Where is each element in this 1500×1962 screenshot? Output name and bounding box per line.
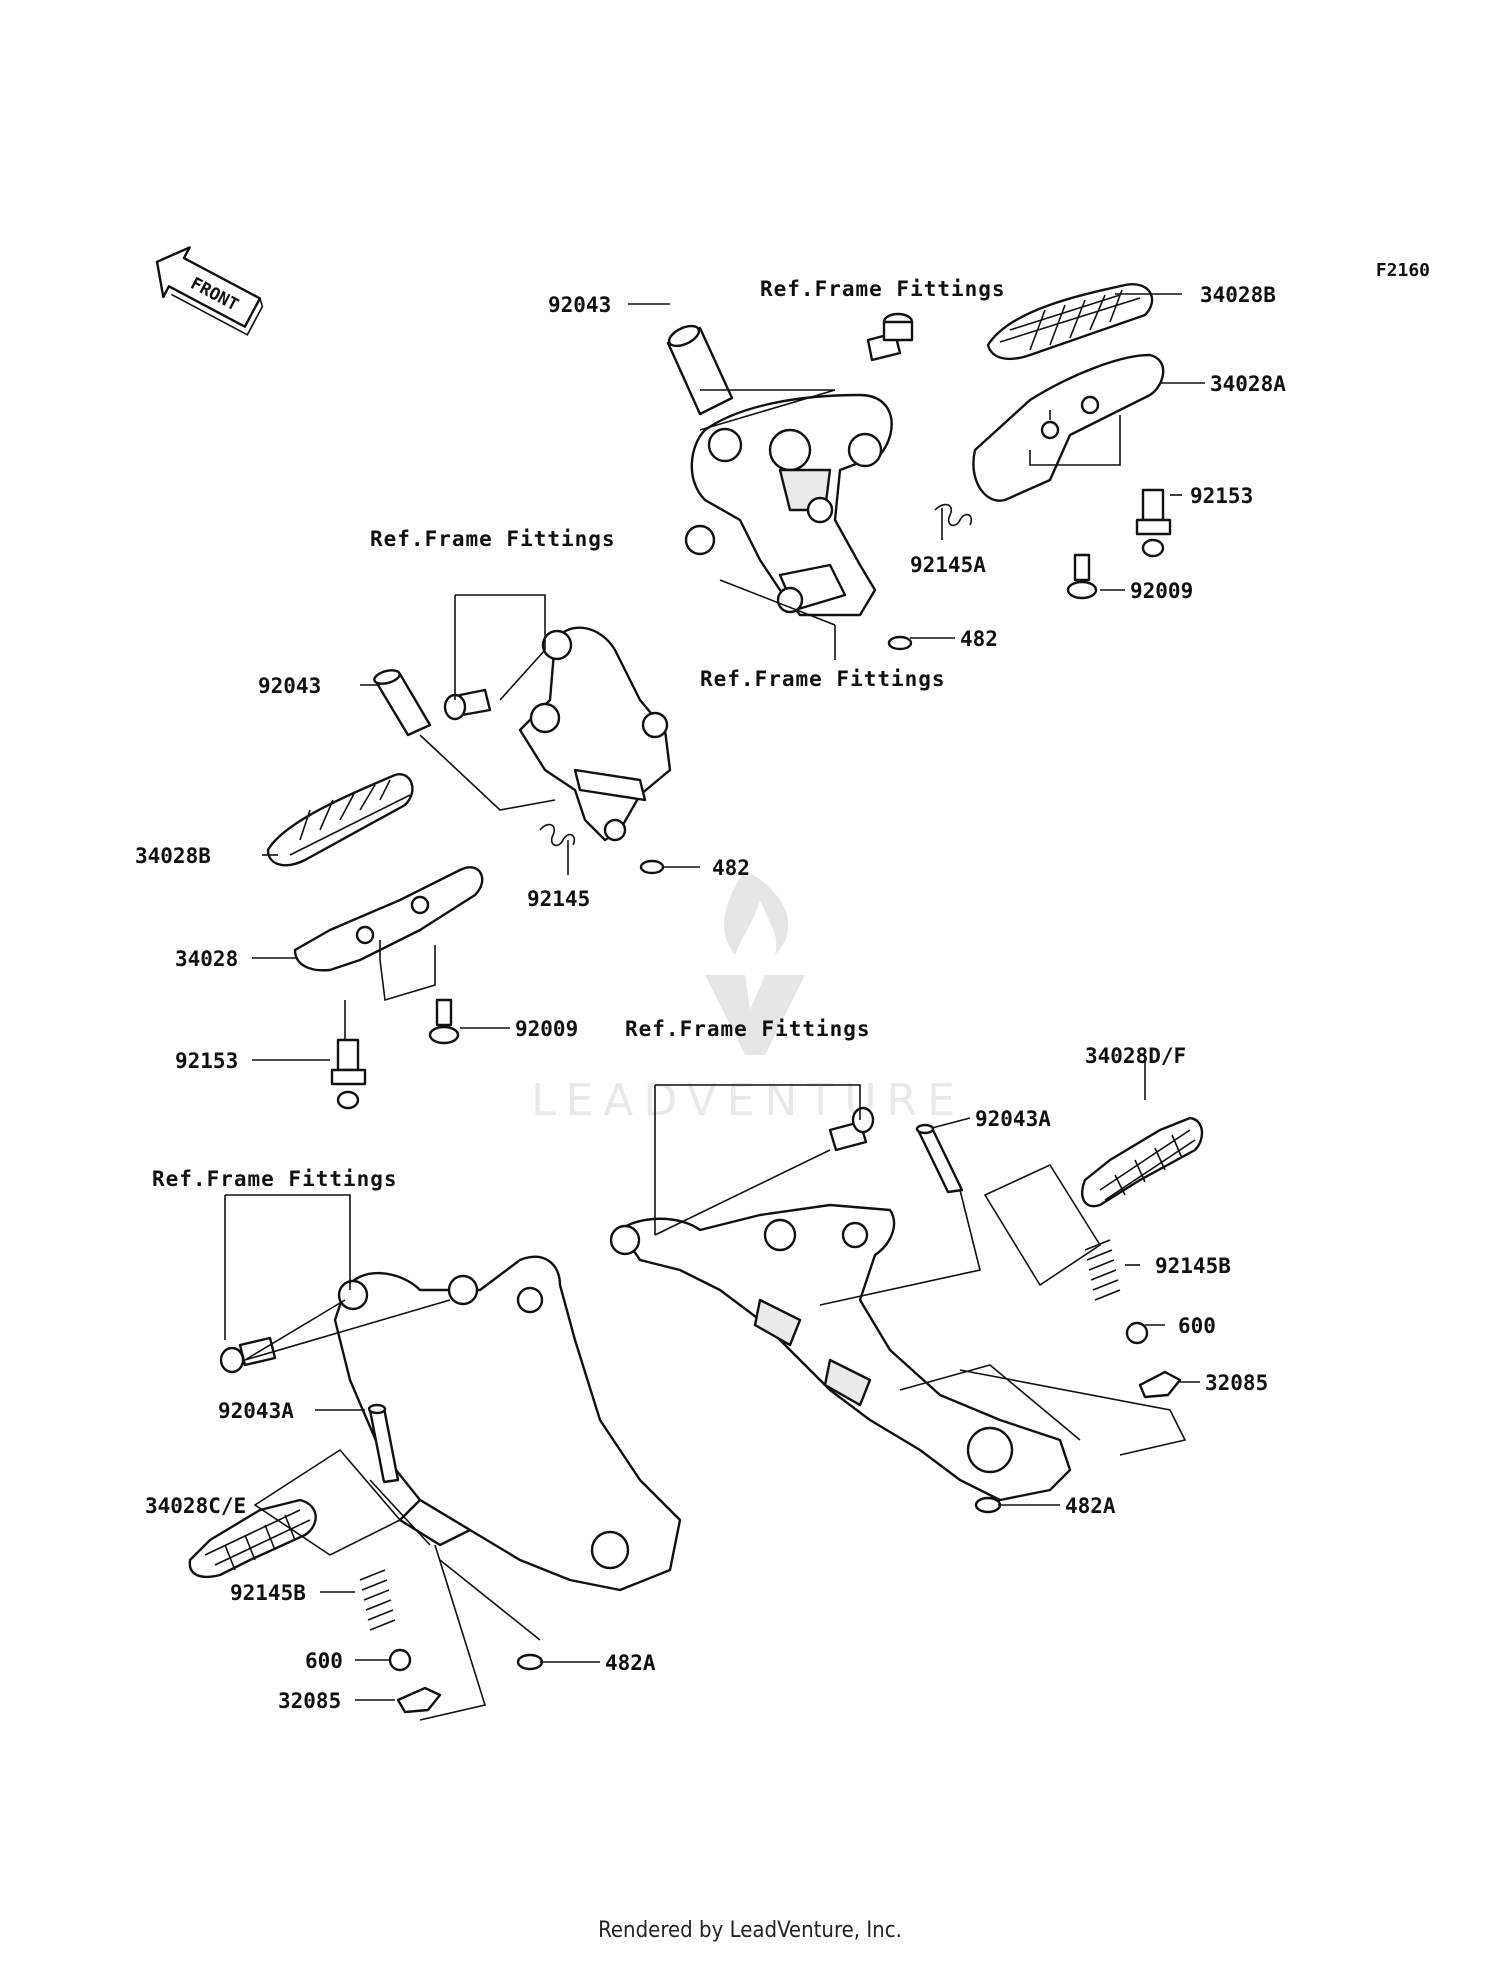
- watermark-text: LEADVENTURE: [531, 1075, 965, 1126]
- upper-right-pivot-bolt: [1135, 488, 1172, 558]
- lower-left-ball: [388, 1648, 412, 1672]
- middle-left-pivot-bolt: [330, 1038, 367, 1110]
- upper-right-footpeg-rubber: [986, 283, 1154, 361]
- part-label-34028: 34028: [175, 947, 238, 971]
- ref-label-top-left: Ref.Frame Fittings: [370, 527, 616, 551]
- part-label-34028ce: 34028C/E: [145, 1494, 246, 1518]
- lower-right-pin: [915, 1123, 964, 1194]
- ref-label-bottom-right: Ref.Frame Fittings: [625, 1017, 871, 1041]
- middle-left-pin: [373, 669, 432, 737]
- lower-left-detent: [396, 1686, 442, 1714]
- lower-left-footpeg: [188, 1498, 317, 1579]
- upper-right-washer: [887, 635, 913, 651]
- part-label-92043a-right: 92043A: [975, 1107, 1051, 1131]
- middle-left-bracket: [518, 626, 672, 842]
- part-label-482-top: 482: [960, 627, 998, 651]
- middle-left-footpeg: [293, 866, 484, 972]
- middle-left-washer: [639, 859, 665, 875]
- lower-right-bracket: [609, 1203, 1072, 1502]
- diagram-code: F2160: [1376, 260, 1430, 281]
- part-label-92153-middle: 92153: [175, 1049, 238, 1073]
- part-label-92145a: 92145A: [910, 553, 986, 577]
- upper-right-footpeg: [972, 353, 1165, 502]
- middle-left-bolt: [443, 688, 492, 721]
- part-label-600-left: 600: [305, 1649, 343, 1673]
- footer-credit: Rendered by LeadVenture, Inc.: [598, 1918, 902, 1943]
- middle-left-screw: [428, 998, 460, 1045]
- ref-label-bottom-left: Ref.Frame Fittings: [152, 1167, 398, 1191]
- part-label-92153-top: 92153: [1190, 484, 1253, 508]
- part-label-92043a-left: 92043A: [218, 1399, 294, 1423]
- middle-left-footpeg-rubber: [266, 773, 414, 867]
- upper-right-screw: [1066, 553, 1098, 600]
- lower-right-ball: [1125, 1321, 1149, 1345]
- leader-lines: [224, 293, 1205, 1721]
- part-label-92145: 92145: [527, 887, 590, 911]
- watermark-logo: LEADVENTURE: [531, 870, 965, 1126]
- lower-left-washer: [516, 1653, 544, 1671]
- lower-left-bracket: [333, 1255, 682, 1592]
- upper-right-bracket: [684, 393, 893, 617]
- part-label-34028b-top: 34028B: [1200, 283, 1276, 307]
- ref-label-top-right-lower: Ref.Frame Fittings: [700, 667, 946, 691]
- part-label-34028df: 34028D/F: [1085, 1044, 1186, 1068]
- lower-right-footpeg: [1081, 1116, 1204, 1208]
- part-label-600-right: 600: [1178, 1314, 1216, 1338]
- middle-left-spring: [539, 823, 576, 847]
- part-label-34028b-middle: 34028B: [135, 844, 211, 868]
- upper-right-spring: [934, 503, 973, 527]
- part-label-92043-middle: 92043: [258, 674, 321, 698]
- part-label-92043-top: 92043: [548, 293, 611, 317]
- lower-right-spring: [1084, 1239, 1121, 1301]
- lower-left-pin: [367, 1403, 400, 1484]
- part-label-482-middle: 482: [712, 856, 750, 880]
- part-label-92009-top: 92009: [1130, 579, 1193, 603]
- part-label-32085-right: 32085: [1205, 1371, 1268, 1395]
- front-arrow-icon: FRONT: [155, 246, 264, 336]
- part-label-482a-right: 482A: [1065, 1494, 1116, 1518]
- lower-right-detent: [1138, 1370, 1182, 1399]
- upper-right-pin: [666, 324, 734, 416]
- part-label-92009-middle: 92009: [515, 1017, 578, 1041]
- part-label-34028a: 34028A: [1210, 372, 1286, 396]
- part-label-482a-left: 482A: [605, 1651, 656, 1675]
- lower-left-spring: [359, 1569, 396, 1631]
- upper-right-bolt: [866, 312, 914, 362]
- lower-left-bolt: [219, 1336, 277, 1374]
- part-label-32085-left: 32085: [278, 1689, 341, 1713]
- lower-right-bolt: [828, 1106, 875, 1152]
- part-label-92145b-right: 92145B: [1155, 1254, 1231, 1278]
- lower-right-washer: [974, 1496, 1002, 1514]
- part-label-92145b-left: 92145B: [230, 1581, 306, 1605]
- ref-label-top-right-upper: Ref.Frame Fittings: [760, 277, 1006, 301]
